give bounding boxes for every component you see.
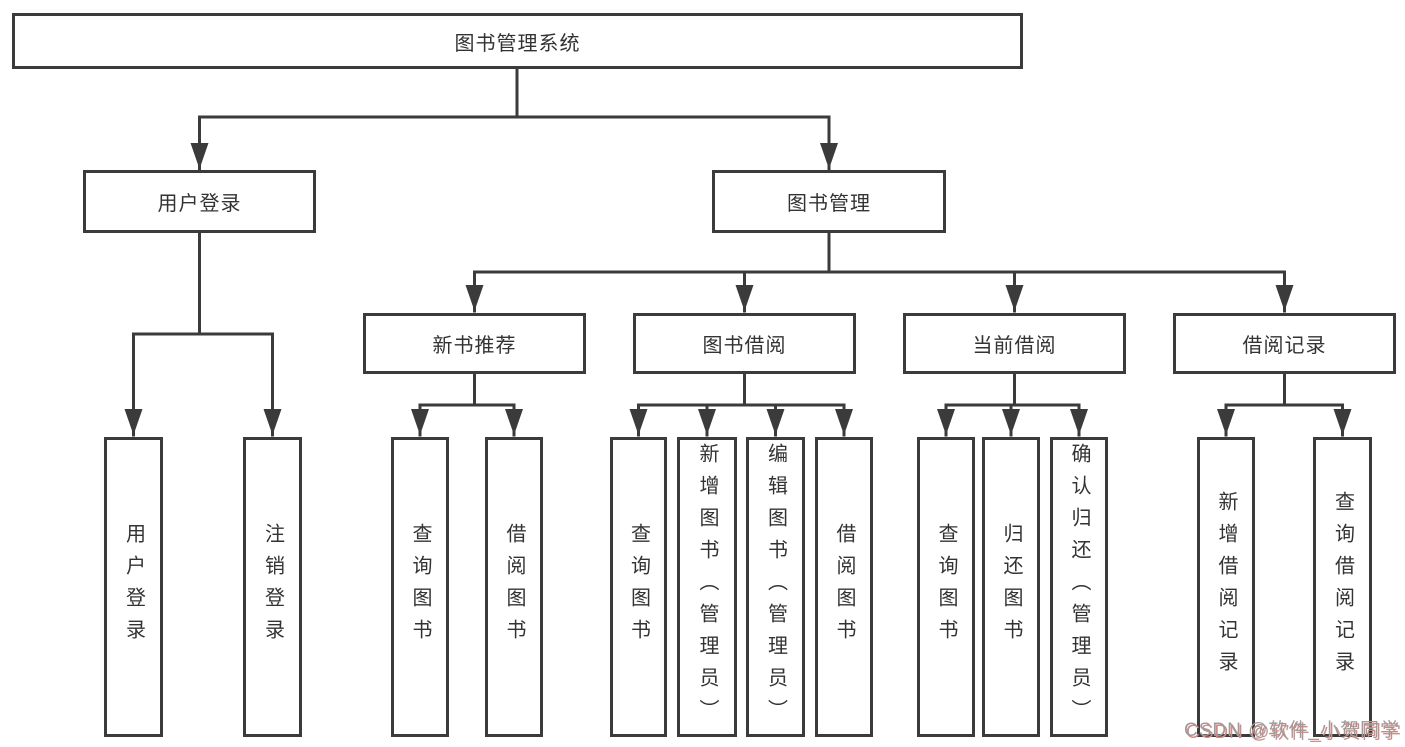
- leaf-label: 借阅图书: [503, 523, 525, 651]
- leaf-label: 查询图书: [409, 523, 431, 651]
- leaf-borrow-add-books-admin: 新增图书（管理员）: [677, 437, 737, 737]
- leaf-label: 查询借阅记录: [1331, 491, 1354, 683]
- leaf-label: 新增借阅记录: [1215, 491, 1237, 683]
- leaf-record-add-borrow-record: 新增借阅记录: [1197, 437, 1255, 737]
- node-label: 借阅记录: [1242, 335, 1327, 357]
- leaf-label: 新增图书（管理员）: [696, 443, 718, 731]
- leaf-label: 用户登录: [122, 523, 145, 651]
- leaf-current-query-books: 查询图书: [917, 437, 975, 737]
- node-new-book-recommend: 新书推荐: [363, 313, 586, 374]
- leaf-borrow-edit-books-admin: 编辑图书（管理员）: [746, 437, 805, 737]
- leaf-label: 查询图书: [627, 523, 650, 651]
- leaf-label: 查询图书: [935, 523, 957, 651]
- node-label: 图书借阅: [702, 335, 787, 357]
- leaf-label: 确认归还（管理员）: [1068, 443, 1090, 731]
- node-label: 新书推荐: [432, 335, 517, 357]
- leaf-user-logout: 注销登录: [243, 437, 302, 737]
- node-label: 图书管理系统: [454, 32, 581, 55]
- leaf-user-login: 用户登录: [104, 437, 163, 737]
- csdn-watermark: CSDN @软件_小贺同学: [1184, 720, 1400, 741]
- leaf-label: 注销登录: [261, 523, 284, 651]
- node-system-root: 图书管理系统: [12, 13, 1023, 69]
- leaf-borrow-query-books: 查询图书: [610, 437, 667, 737]
- leaf-label: 借阅图书: [833, 523, 855, 651]
- leaf-newbook-borrow-books: 借阅图书: [485, 437, 543, 737]
- node-label: 图书管理: [787, 193, 871, 215]
- node-current-borrow: 当前借阅: [903, 313, 1126, 374]
- leaf-label: 归还图书: [1000, 523, 1022, 651]
- node-book-management-branch: 图书管理: [712, 170, 946, 233]
- leaf-record-query-borrow-record: 查询借阅记录: [1313, 437, 1372, 737]
- node-label: 用户登录: [157, 193, 242, 215]
- node-user-login-branch: 用户登录: [83, 170, 316, 233]
- node-label: 当前借阅: [972, 335, 1057, 357]
- leaf-newbook-query-books: 查询图书: [391, 437, 449, 737]
- leaf-label: 编辑图书（管理员）: [764, 443, 787, 731]
- leaf-current-confirm-return-admin: 确认归还（管理员）: [1050, 437, 1108, 737]
- leaf-borrow-borrow-books: 借阅图书: [815, 437, 873, 737]
- leaf-current-return-books: 归还图书: [982, 437, 1040, 737]
- node-book-borrow: 图书借阅: [633, 313, 856, 374]
- node-borrow-record: 借阅记录: [1173, 313, 1396, 374]
